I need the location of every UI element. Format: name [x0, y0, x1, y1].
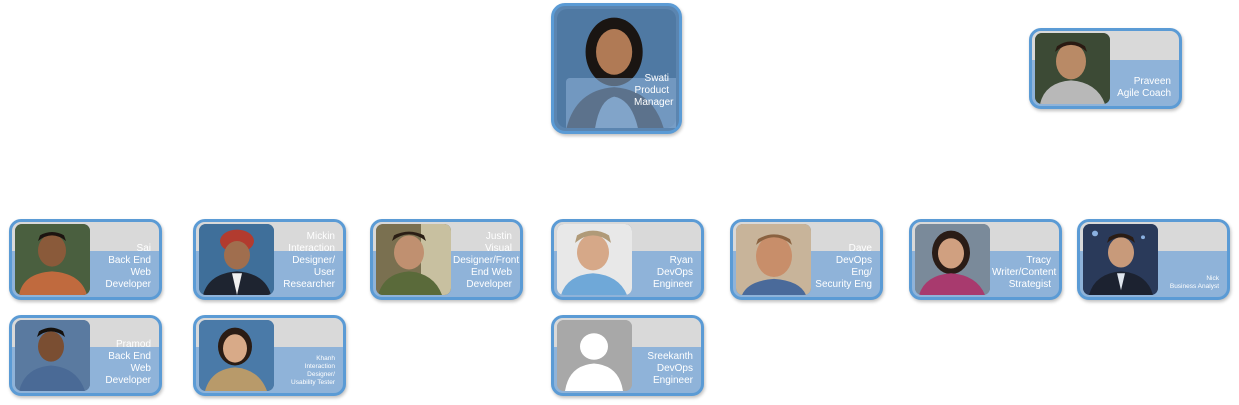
org-card-mickin: Mickin Interaction Designer/ User Resear…: [193, 219, 346, 300]
org-card-nick: Nick Business Analyst: [1077, 219, 1230, 300]
coach-caption: Praveen Agile Coach: [1112, 76, 1171, 100]
org-card-sai: Sai Back End Web Developer: [9, 219, 162, 300]
manager-caption: Swati Product Manager: [634, 73, 674, 109]
justin-photo: [376, 224, 451, 295]
khanh-role-line-2: Usability Tester: [291, 379, 335, 386]
org-card-pramod: Pramod Back End Web Developer: [9, 315, 162, 396]
sreekanth-name: Sreekanth: [647, 351, 693, 362]
nick-caption: Nick Business Analyst: [1160, 275, 1219, 291]
pramod-photo: [15, 320, 90, 391]
org-card-khanh: Khanh Interaction Designer/ Usability Te…: [193, 315, 346, 396]
sreekanth-role-line-1: DevOps Engineer: [652, 363, 693, 386]
ryan-caption: Ryan DevOps Engineer: [634, 255, 693, 291]
org-card-tracy: Tracy Writer/Content Strategist: [909, 219, 1062, 300]
dave-name: Dave: [848, 243, 872, 254]
sreekanth-photo-placeholder: [557, 320, 632, 391]
khanh-caption: Khanh Interaction Designer/ Usability Te…: [276, 355, 335, 387]
sai-name: Sai: [136, 243, 151, 254]
org-card-sreekanth: Sreekanth DevOps Engineer: [551, 315, 704, 396]
org-card-dave: Dave DevOps Eng/ Security Eng: [730, 219, 883, 300]
person-placeholder-icon: [557, 320, 632, 391]
tracy-caption: Tracy Writer/Content Strategist: [992, 255, 1057, 291]
sreekanth-caption: Sreekanth DevOps Engineer: [634, 351, 693, 387]
khanh-photo: [199, 320, 274, 391]
manager-role: Product Manager: [634, 85, 674, 108]
manager-name: Swati: [644, 73, 669, 84]
justin-name: Justin: [485, 231, 512, 242]
ryan-photo: [557, 224, 632, 295]
mickin-photo: [199, 224, 274, 295]
mickin-role-line-2: User Researcher: [283, 267, 335, 290]
pramod-role-line-1: Back End Web: [108, 351, 151, 374]
justin-role-line-1: Visual Designer/Front: [453, 243, 520, 266]
dave-role-line-2: Security Eng: [815, 279, 872, 290]
sai-role-line-1: Back End Web: [108, 255, 151, 278]
coach-photo: [1035, 33, 1110, 104]
manager-caption-overlay: [566, 78, 676, 128]
dave-caption: Dave DevOps Eng/ Security Eng: [813, 243, 872, 291]
dave-photo: [736, 224, 811, 295]
dave-role-line-1: DevOps Eng/: [835, 255, 872, 278]
nick-name: Nick: [1206, 275, 1219, 282]
pramod-caption: Pramod Back End Web Developer: [92, 339, 151, 387]
mickin-role-line-1: Interaction Designer/: [288, 243, 335, 266]
justin-role-line-2: End Web Developer: [466, 267, 512, 290]
pramod-role-line-2: Developer: [105, 375, 151, 386]
tracy-role-line-2: Strategist: [1008, 279, 1051, 290]
org-card-justin: Justin Visual Designer/Front End Web Dev…: [370, 219, 523, 300]
tracy-role-line-1: Writer/Content: [992, 267, 1057, 278]
mickin-caption: Mickin Interaction Designer/ User Resear…: [276, 231, 335, 291]
khanh-role-line-1: Interaction Designer/: [304, 363, 335, 378]
mickin-name: Mickin: [306, 231, 335, 242]
tracy-name: Tracy: [1026, 255, 1051, 266]
org-card-coach: Praveen Agile Coach: [1029, 28, 1182, 109]
org-card-ryan: Ryan DevOps Engineer: [551, 219, 704, 300]
ryan-name: Ryan: [669, 255, 693, 266]
justin-caption: Justin Visual Designer/Front End Web Dev…: [453, 231, 520, 291]
khanh-name: Khanh: [316, 355, 335, 362]
pramod-name: Pramod: [115, 339, 151, 350]
nick-photo: [1083, 224, 1158, 295]
ryan-role-line-1: DevOps Engineer: [652, 267, 693, 290]
sai-role-line-2: Developer: [105, 279, 151, 290]
tracy-photo: [915, 224, 990, 295]
coach-role: Agile Coach: [1117, 88, 1171, 99]
nick-role-line-1: Business Analyst: [1169, 283, 1219, 290]
sai-photo: [15, 224, 90, 295]
sai-caption: Sai Back End Web Developer: [92, 243, 151, 291]
coach-name: Praveen: [1133, 76, 1171, 87]
org-card-manager: Swati Product Manager: [551, 3, 682, 134]
